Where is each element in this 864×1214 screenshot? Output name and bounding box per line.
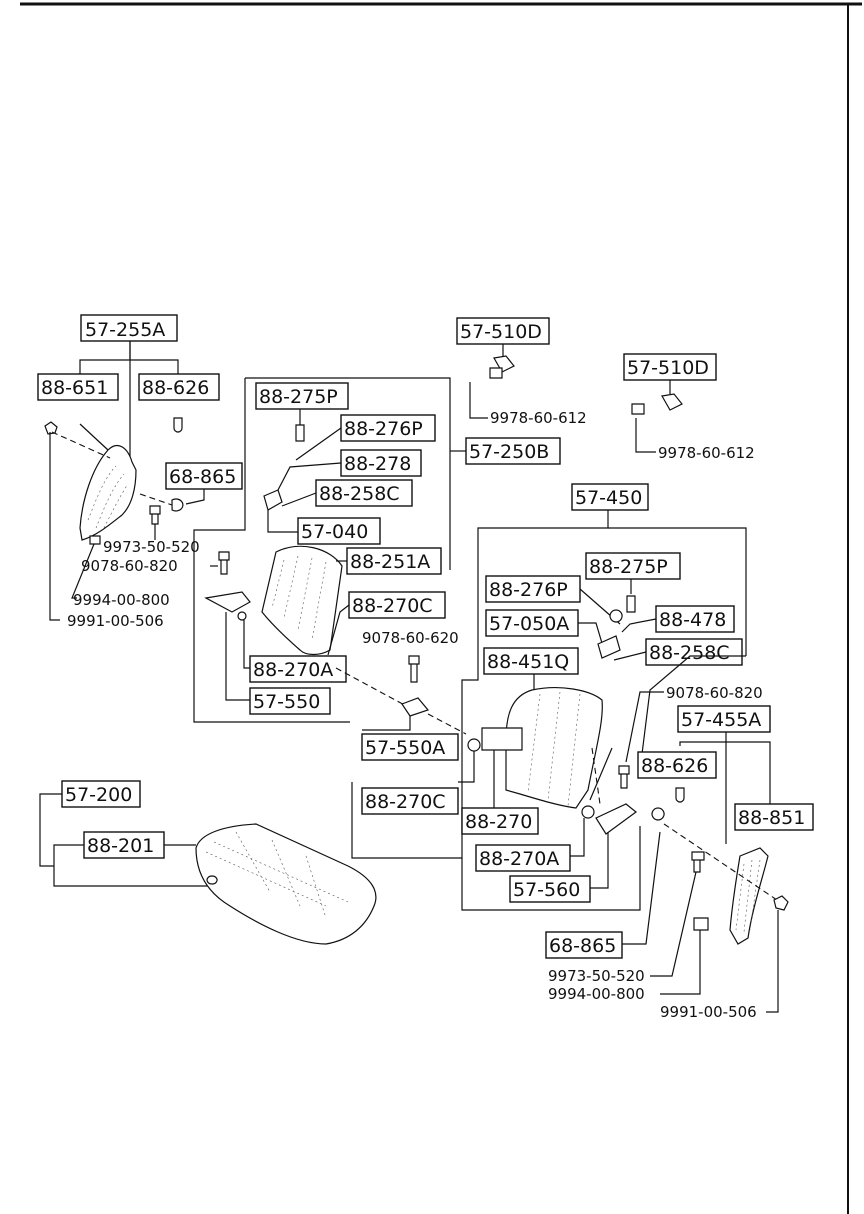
- cushion-hook: [206, 875, 218, 885]
- bushing-88-270A-left: [237, 611, 247, 621]
- label-88-276P-left[interactable]: 88-276P: [344, 418, 423, 440]
- latch-right: [597, 635, 621, 659]
- label-57-550A[interactable]: 57-550A: [365, 737, 445, 759]
- pin-88-275P-left: [295, 424, 305, 442]
- hinge-plate-57-550: [204, 591, 251, 613]
- clip-left-top: [44, 421, 58, 435]
- side-trim-panel-right: [729, 847, 769, 945]
- side-trim-panel-left: [79, 445, 137, 541]
- bushing-88-270C-right: [467, 738, 481, 752]
- bolt-9078-right: [618, 765, 630, 789]
- label-57-200[interactable]: 57-200: [65, 784, 132, 806]
- bolt-68-865-right: [651, 807, 665, 821]
- nut-9994-left: [89, 535, 101, 545]
- cable-88-478: [609, 609, 623, 623]
- anchor-57-510D-top: [493, 355, 515, 373]
- label-57-250B[interactable]: 57-250B: [469, 441, 549, 463]
- seat-cushion: [195, 823, 377, 945]
- label-68-865-right[interactable]: 68-865: [549, 935, 616, 957]
- label-88-275P-right[interactable]: 88-275P: [589, 556, 668, 578]
- label-57-450[interactable]: 57-450: [575, 487, 642, 509]
- label-88-251A[interactable]: 88-251A: [350, 551, 430, 573]
- label-88-278[interactable]: 88-278: [344, 453, 411, 475]
- label-88-478[interactable]: 88-478: [659, 609, 726, 631]
- label-88-626-left[interactable]: 88-626: [142, 377, 209, 399]
- label-88-626-right[interactable]: 88-626: [641, 755, 708, 777]
- seat-back-assembly-right: [505, 687, 603, 809]
- right-side-trim-group: 9078-60-820 57-455A 88-626 88-851 68-865…: [545, 684, 814, 1021]
- label-9994-00-800-left[interactable]: 9994-00-800: [73, 591, 170, 609]
- label-88-851[interactable]: 88-851: [738, 807, 805, 829]
- latch-57-040: [263, 489, 283, 511]
- label-88-651[interactable]: 88-651: [41, 377, 108, 399]
- top-anchor-group: 57-510D 9978-60-612 57-510D 9978-60-612: [456, 317, 755, 462]
- label-9978-60-612-right[interactable]: 9978-60-612: [658, 444, 755, 462]
- bolt-9978-right: [631, 403, 645, 415]
- label-88-276P-right[interactable]: 88-276P: [489, 579, 568, 601]
- label-57-550[interactable]: 57-550: [253, 691, 320, 713]
- seat-back-left-group: 88-275P 88-276P 88-278 88-258C 57-040 57…: [193, 377, 561, 761]
- clip-right-bottom: [773, 895, 789, 911]
- label-57-255A[interactable]: 57-255A: [85, 319, 165, 341]
- label-88-270[interactable]: 88-270: [465, 811, 532, 833]
- bushing-88-270A-right: [581, 805, 595, 819]
- label-57-510D-top[interactable]: 57-510D: [460, 321, 542, 343]
- anchor-57-510D-right: [661, 393, 683, 411]
- bolt-9078-60-620: [408, 655, 420, 683]
- label-57-510D-right[interactable]: 57-510D: [627, 357, 709, 379]
- bracket-57-550A: [401, 697, 430, 717]
- label-88-451Q[interactable]: 88-451Q: [487, 651, 569, 673]
- bolt-9078-left: [218, 551, 230, 575]
- label-88-270A-left[interactable]: 88-270A: [253, 659, 333, 681]
- label-88-270C-right[interactable]: 88-270C: [365, 791, 446, 813]
- label-88-275P-left[interactable]: 88-275P: [259, 386, 338, 408]
- label-57-560[interactable]: 57-560: [513, 879, 580, 901]
- pin-88-275P-right: [626, 595, 636, 613]
- label-88-201[interactable]: 88-201: [87, 835, 154, 857]
- bolt-9978-top: [489, 367, 503, 379]
- label-57-455A[interactable]: 57-455A: [681, 709, 761, 731]
- label-88-258C-left[interactable]: 88-258C: [319, 483, 400, 505]
- label-9973-50-520-left[interactable]: 9973-50-520: [103, 538, 200, 556]
- label-9973-50-520-right[interactable]: 9973-50-520: [548, 967, 645, 985]
- label-9078-60-820-left[interactable]: 9078-60-820: [81, 557, 178, 575]
- label-88-270A-right[interactable]: 88-270A: [479, 848, 559, 870]
- label-9078-60-620[interactable]: 9078-60-620: [362, 629, 459, 647]
- left-side-trim-group: 57-255A 88-651 88-626 68-865 9973-50-520…: [37, 314, 243, 630]
- seat-back-cushion-left: [261, 545, 343, 656]
- armrest-88-270: [481, 727, 523, 751]
- label-9994-00-800-right[interactable]: 9994-00-800: [548, 985, 645, 1003]
- screw-9973-right: [691, 851, 705, 873]
- label-68-865-left[interactable]: 68-865: [169, 466, 236, 488]
- label-57-040[interactable]: 57-040: [301, 521, 368, 543]
- label-88-270C-left[interactable]: 88-270C: [352, 595, 433, 617]
- label-57-050A[interactable]: 57-050A: [489, 613, 569, 635]
- seat-back-right-group: 57-450 88-275P 88-276P 88-478 57-050A 88…: [351, 483, 747, 911]
- bolt-68-865-left: [171, 498, 184, 512]
- label-9978-60-612-top[interactable]: 9978-60-612: [490, 409, 587, 427]
- nut-9994-right: [693, 917, 709, 931]
- label-9078-60-820-right[interactable]: 9078-60-820: [666, 684, 763, 702]
- seat-cushion-group: 57-200 88-201: [39, 780, 377, 945]
- screw-9973-left: [149, 505, 161, 525]
- label-9991-00-506-right[interactable]: 9991-00-506: [660, 1003, 757, 1021]
- label-9991-00-506-left[interactable]: 9991-00-506: [67, 612, 164, 630]
- clip-88-626-left: [173, 417, 183, 433]
- label-88-258C-right[interactable]: 88-258C: [649, 642, 730, 664]
- hinge-plate-57-560: [595, 803, 637, 835]
- clip-88-626-right: [675, 787, 685, 803]
